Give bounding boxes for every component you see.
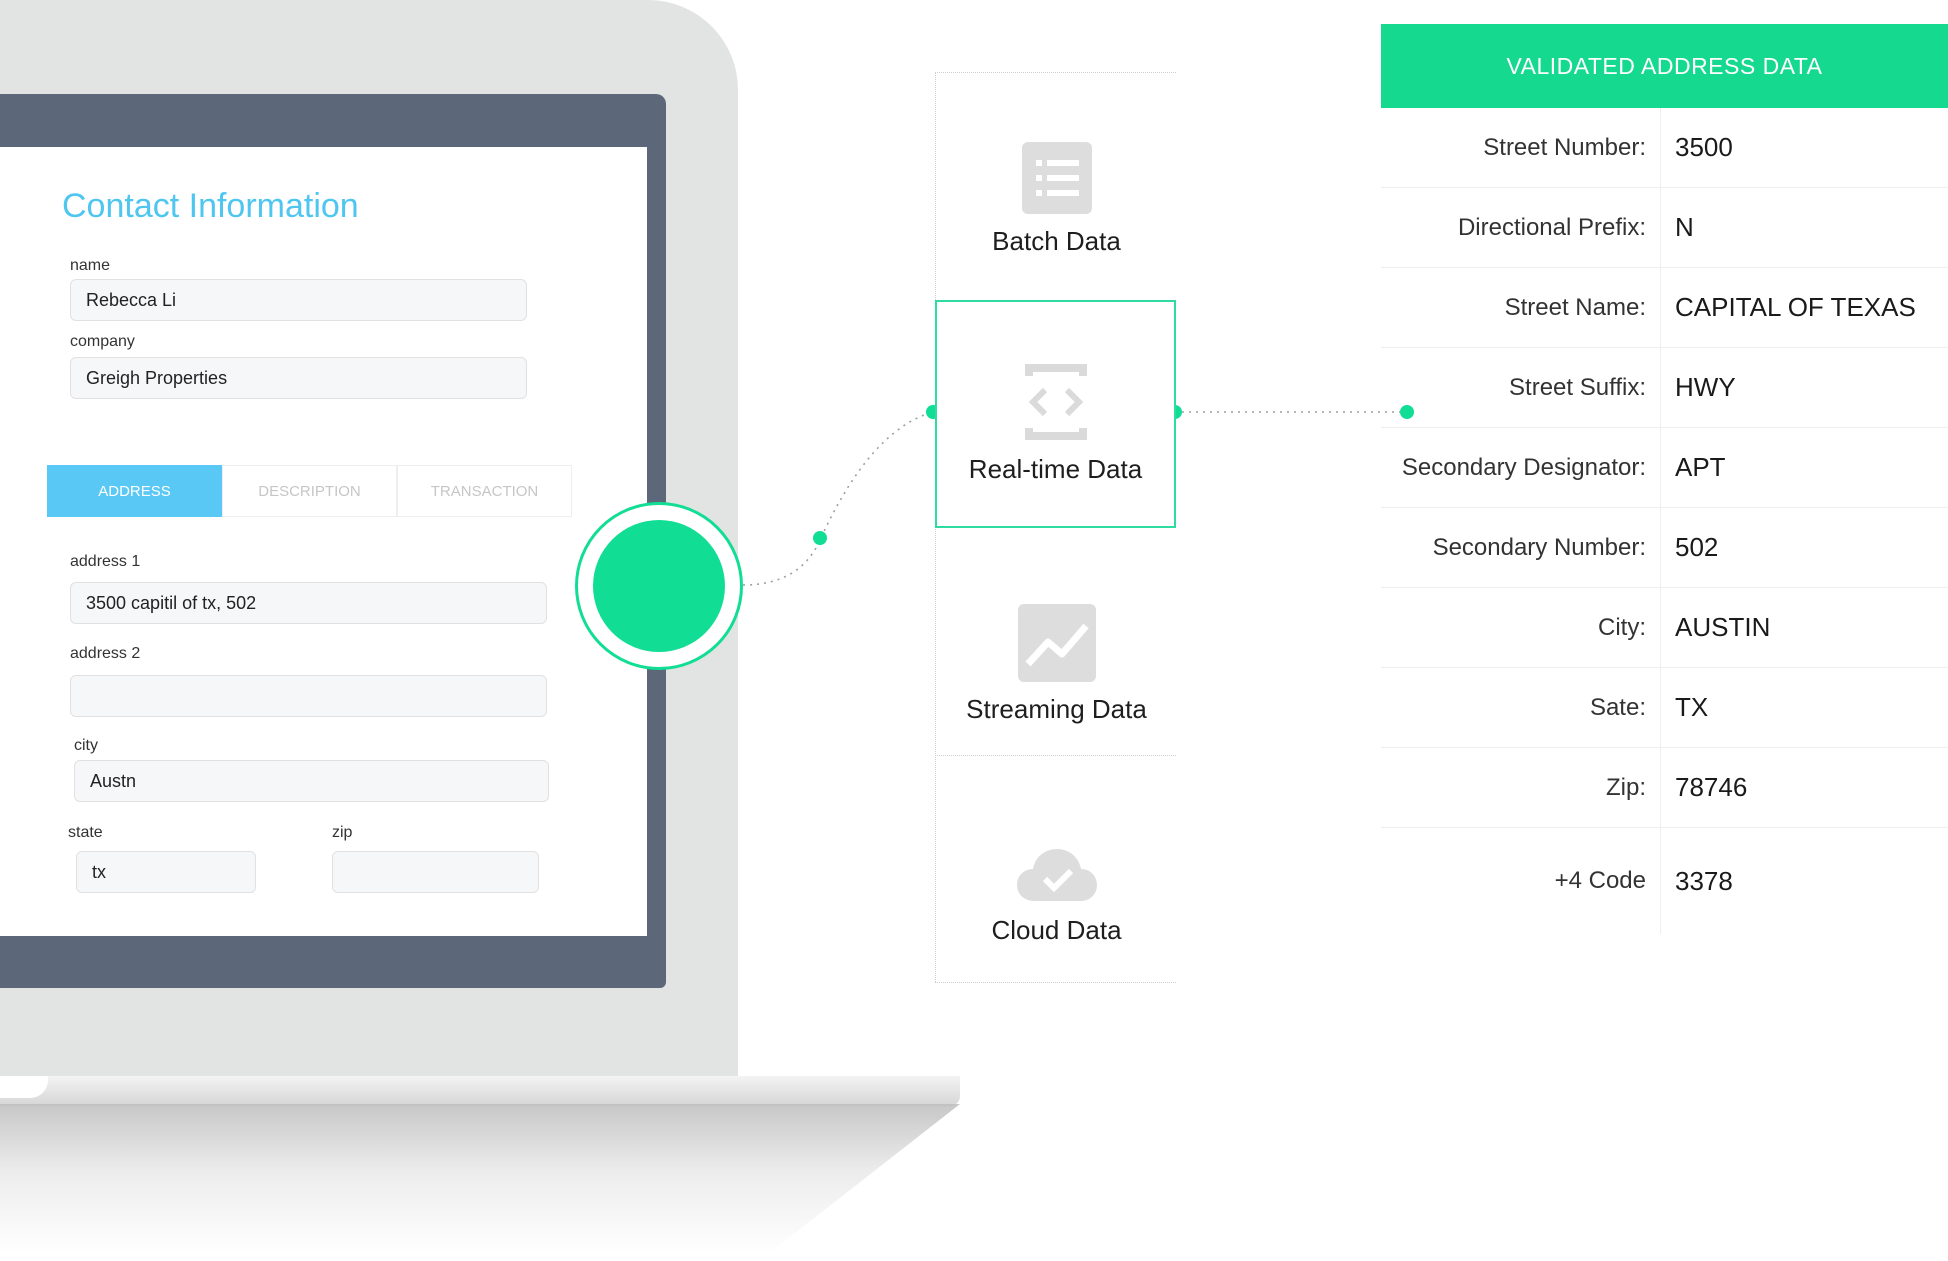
name-label: name [70, 257, 111, 274]
row-label: Sate: [1381, 668, 1661, 747]
source-divider [935, 755, 1176, 756]
table-row: City: AUSTIN [1381, 588, 1948, 668]
company-field[interactable]: Greigh Properties [70, 357, 527, 399]
validated-table: Street Number: 3500 Directional Prefix: … [1381, 108, 1948, 934]
row-value: 3378 [1675, 865, 1733, 896]
row-value: APT [1675, 452, 1726, 482]
laptop-base-edge [0, 1076, 48, 1098]
city-label: city [74, 737, 98, 754]
table-row: Sate: TX [1381, 668, 1948, 748]
source-batch-data[interactable]: Batch Data [936, 142, 1177, 362]
name-field[interactable]: Rebecca Li [70, 279, 527, 321]
table-row: +4 Code 3378 [1381, 828, 1948, 934]
tab-transaction[interactable]: TRANSACTION [397, 465, 572, 517]
source-label: Cloud Data [991, 915, 1122, 945]
source-cloud-data[interactable]: Cloud Data [936, 847, 1177, 1047]
status-circle[interactable] [593, 520, 725, 652]
source-realtime-data[interactable]: Real-time Data [935, 300, 1176, 528]
table-row: Street Name: CAPITAL OF TEXAS [1381, 268, 1948, 348]
source-streaming-data[interactable]: Streaming Data [936, 604, 1177, 824]
laptop-base [0, 1076, 960, 1106]
zip-label: zip [332, 824, 353, 841]
contact-form-screen: Contact Information name Rebecca Li comp… [0, 147, 647, 936]
table-row: Zip: 78746 [1381, 748, 1948, 828]
circle-to-realtime-line [742, 411, 934, 586]
trend-chart-icon [1017, 604, 1096, 682]
code-brackets-icon [1024, 364, 1087, 440]
tab-description[interactable]: DESCRIPTION [222, 465, 397, 517]
row-label: Secondary Number: [1381, 508, 1661, 587]
row-label: Zip: [1381, 748, 1661, 827]
cloud-check-icon [1016, 849, 1097, 901]
table-row: Secondary Number: 502 [1381, 508, 1948, 588]
table-row: Street Suffix: HWY [1381, 348, 1948, 428]
row-label: +4 Code [1381, 828, 1661, 934]
row-label: Directional Prefix: [1381, 188, 1661, 267]
state-field[interactable]: tx [76, 851, 256, 893]
validated-header: VALIDATED ADDRESS DATA [1381, 24, 1948, 108]
form-title: Contact Information [62, 187, 359, 225]
address1-label: address 1 [70, 553, 141, 570]
table-row: Secondary Designator: APT [1381, 428, 1948, 508]
row-value: CAPITAL OF TEXAS [1675, 292, 1916, 322]
address2-field[interactable] [70, 675, 547, 717]
address2-label: address 2 [70, 645, 141, 662]
zip-field[interactable] [332, 851, 539, 893]
company-label: company [70, 333, 135, 350]
data-sources-column: Batch Data Real-time Data Streaming Data… [935, 72, 1177, 982]
source-label: Streaming Data [966, 694, 1147, 724]
city-field[interactable]: Austn [74, 760, 549, 802]
address-tabs: ADDRESS DESCRIPTION TRANSACTION [47, 465, 572, 517]
row-label: Secondary Designator: [1381, 428, 1661, 507]
tab-address[interactable]: ADDRESS [47, 465, 222, 517]
table-row: Street Number: 3500 [1381, 108, 1948, 188]
row-value: N [1675, 212, 1694, 242]
row-label: Street Number: [1381, 108, 1661, 187]
source-divider [935, 72, 1176, 73]
list-icon [1021, 142, 1092, 214]
row-label: Street Name: [1381, 268, 1661, 347]
row-value: 3500 [1675, 132, 1733, 162]
table-row: Directional Prefix: N [1381, 188, 1948, 268]
row-value: 78746 [1675, 772, 1748, 802]
connector-dot [813, 531, 827, 545]
row-label: City: [1381, 588, 1661, 667]
row-label: Street Suffix: [1381, 348, 1661, 427]
row-value: TX [1675, 692, 1709, 722]
state-label: state [68, 824, 103, 841]
laptop-shadow [0, 1104, 960, 1254]
address1-field[interactable]: 3500 capitil of tx, 502 [70, 582, 547, 624]
row-value: AUSTIN [1675, 612, 1771, 642]
source-label: Real-time Data [968, 454, 1143, 484]
source-label: Batch Data [992, 226, 1121, 256]
row-value: HWY [1675, 372, 1736, 402]
row-value: 502 [1675, 532, 1719, 562]
source-divider [935, 982, 1176, 983]
